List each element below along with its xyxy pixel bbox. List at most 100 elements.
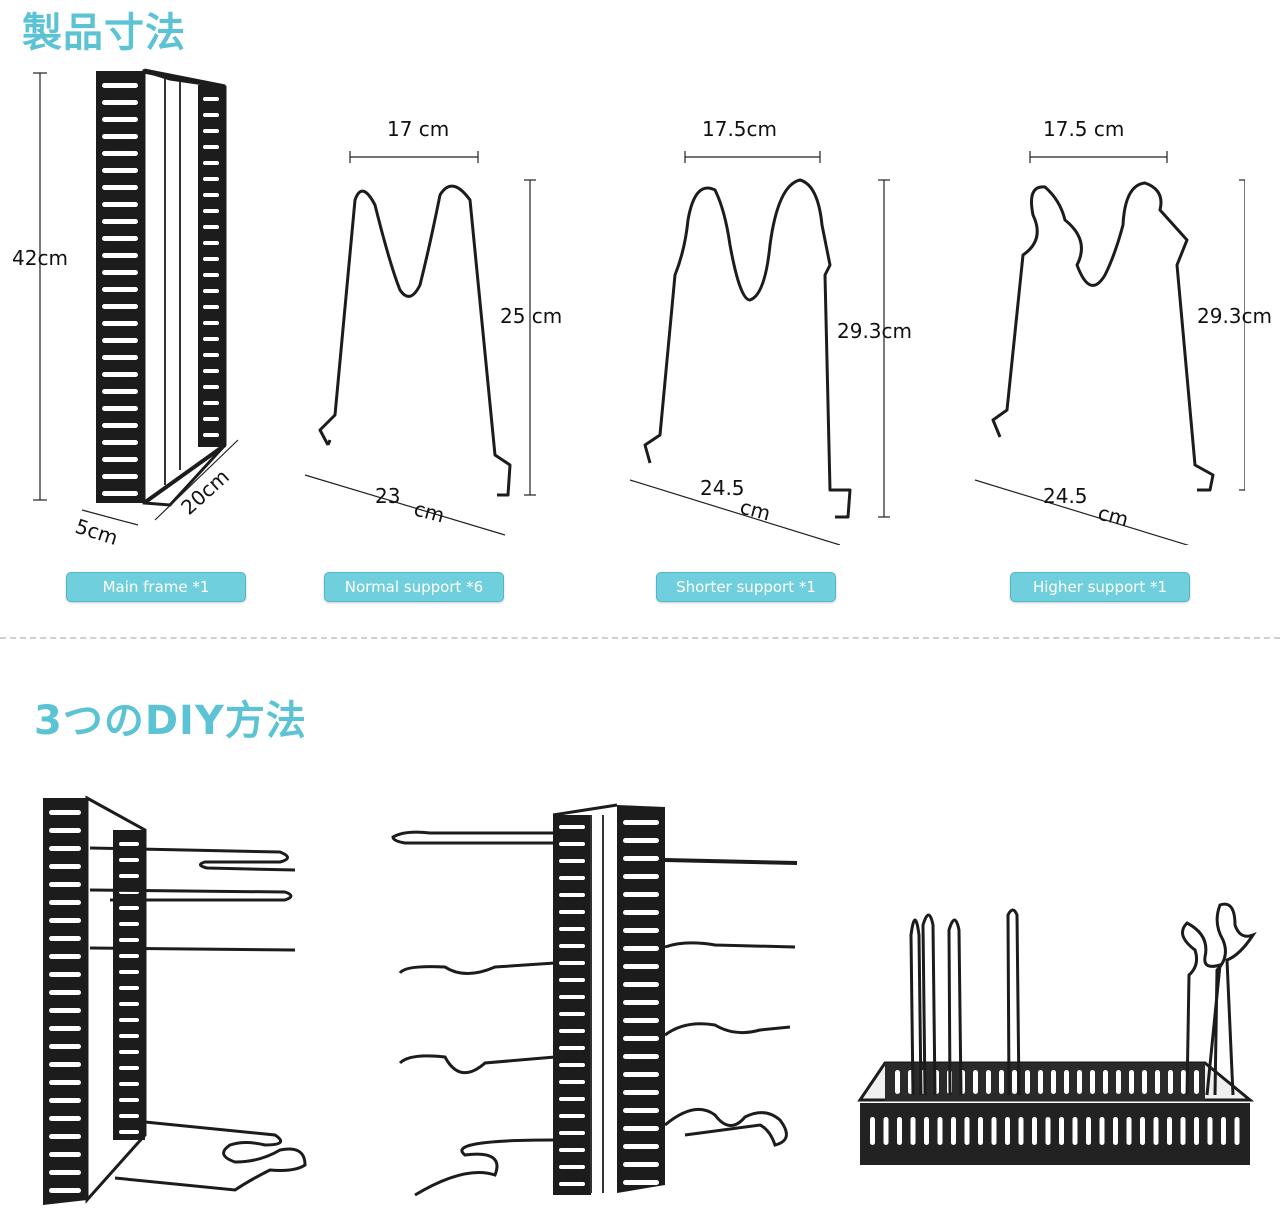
panel-slot [978,1117,983,1145]
panel-slot [559,944,585,948]
panel-slot [883,1117,889,1145]
panel-slot [203,241,219,245]
panel-slot [623,946,659,951]
panel-slot [119,842,139,846]
panel-slot [559,1097,585,1101]
main-frame-illustration [33,68,239,526]
panel-slot [203,225,219,229]
panel-slot [559,1063,585,1067]
panel-slot [102,457,138,462]
panel-slot [49,828,81,833]
panel-slot [119,1034,139,1038]
panel-slot [119,1082,139,1086]
panel-slot [559,978,585,982]
panel-slot [49,1116,81,1121]
panel-slot [559,893,585,897]
badge-shorter-support: Shorter support *1 [656,572,836,602]
panel-slot [1234,1117,1240,1145]
panel-slot [559,1148,585,1152]
panel-slot [1168,1070,1173,1094]
panel-slot [559,1012,585,1016]
panel-slot [1167,1117,1172,1145]
section-title-diy-methods: 3つのDIY方法 [34,698,307,744]
panel-slot [964,1117,970,1145]
panel-slot [1025,1070,1030,1094]
panel-slot [102,202,138,207]
panel-slot [203,337,219,341]
panel-slot [203,97,219,101]
panel-slot [623,820,659,825]
panel-slot [1064,1070,1069,1094]
panel-slot [1090,1070,1095,1094]
panel-slot [559,1131,585,1135]
panel-slot [203,209,219,213]
normal-support-illustration [304,151,536,536]
panel-slot [1005,1117,1010,1145]
panel-slot [623,1162,659,1167]
badge-higher-support: Higher support *1 [1010,572,1190,602]
panel-slot [623,1090,659,1095]
panel-slot [102,355,138,360]
panel-slot [102,474,138,479]
normal-height-label: 25 cm [500,304,563,328]
panel-slot [623,928,659,933]
panel-slot [1207,1117,1213,1145]
panel-slot [559,1046,585,1050]
shorter-support-illustration [629,151,890,545]
panel-slot [897,1117,902,1145]
panel-slot [203,321,219,325]
panel-slot [102,253,138,258]
panel-slot [1018,1117,1024,1145]
panel-slot [203,369,219,373]
panel-slot [119,1114,139,1118]
panel-slot [973,1070,978,1094]
panel-slot [559,910,585,914]
tower-assembly-illustration [391,803,798,1197]
panel-slot [623,838,659,843]
panel-slot [119,922,139,926]
panel-slot [1045,1117,1051,1145]
panel-slot [1194,1117,1199,1145]
panel-slot [623,1126,659,1131]
panel-slot [49,954,81,959]
panel-slot [1077,1070,1082,1094]
panel-slot [49,1044,81,1049]
panel-slot [1153,1117,1159,1145]
panel-slot [203,145,219,149]
higher-width-label: 17.5 cm [1043,117,1125,141]
panel-slot [559,825,585,829]
panel-slot [203,417,219,421]
panel-slot [49,1008,81,1013]
panel-slot [102,185,138,190]
vertical-assembly-illustration [43,795,307,1205]
panel-slot [203,433,219,437]
panel-slot [203,177,219,181]
panel-slot [559,1029,585,1033]
panel-slot [49,810,81,815]
panel-slot [1126,1117,1132,1145]
panel-slot [119,858,139,862]
horizontal-assembly-illustration [857,902,1257,1165]
panel-slot [49,1134,81,1139]
panel-slot [102,134,138,139]
panel-slot [119,1002,139,1006]
panel-slot [1113,1117,1118,1145]
panel-slot [49,1026,81,1031]
badge-main-frame: Main frame *1 [66,572,246,602]
panel-slot [203,129,219,133]
panel-slot [203,113,219,117]
panel-slot [559,1165,585,1169]
panel-slot [49,918,81,923]
panel-slot [999,1070,1004,1094]
panel-slot [203,305,219,309]
panel-slot [49,1098,81,1103]
panel-slot [623,910,659,915]
panel-slot [49,846,81,851]
shorter-height-label: 29.3cm [837,319,913,343]
panel-slot [49,1170,81,1175]
panel-slot [102,321,138,326]
panel-slot [559,842,585,846]
panel-slot [119,1050,139,1054]
panel-slot [49,936,81,941]
panel-slot [203,257,219,261]
